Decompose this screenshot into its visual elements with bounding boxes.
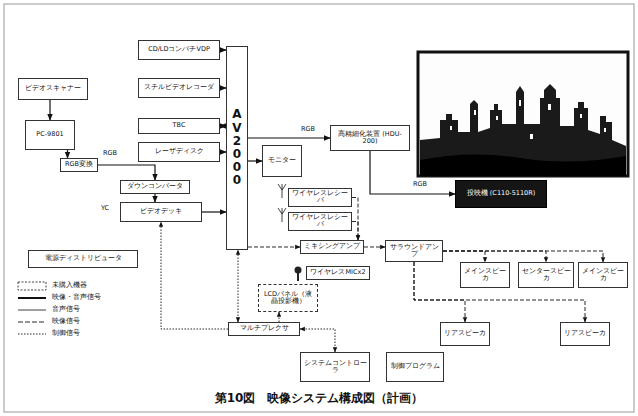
receiver-box: ワイヤレスレシーバ — [288, 188, 352, 207]
signal-connector — [238, 250, 239, 322]
multiplexer-box: マルチプレクサ — [228, 322, 300, 336]
speaker-box: メインスピーカ — [578, 262, 628, 288]
node-label: ワイヤレスMICx2 — [310, 269, 365, 276]
signal-connector — [352, 198, 358, 241]
node-label: TBC — [173, 122, 186, 129]
device-box: レーザディスク — [138, 142, 220, 162]
node-label: スチルビデオレコーダ — [144, 84, 214, 91]
device-box: スチルビデオレコーダ — [138, 78, 220, 98]
device-box: ビデオスキャナー — [18, 78, 88, 100]
signal-connector — [370, 151, 455, 194]
controller-box: システムコントローラ — [300, 352, 370, 382]
node-label: 高精細化装置 (HDU-200) — [333, 131, 407, 146]
converter-box: RGB変換 — [60, 158, 98, 172]
signal-connector — [98, 165, 155, 180]
node-label: ビデオスキャナー — [25, 85, 81, 92]
node-label: システムコントローラ — [303, 360, 367, 375]
node-label: LCDパネル（液晶投影機） — [261, 291, 315, 306]
signal-label: RGB — [102, 150, 118, 157]
projector-box: 投映機 (C110-5110R) — [455, 180, 547, 208]
node-label: リアスピーカ — [444, 330, 486, 337]
signal-connector — [352, 222, 358, 241]
mic-box: ワイヤレスMICx2 — [306, 266, 370, 280]
device-box: CD/LDコンパチVDP — [138, 40, 220, 60]
figure-caption: 第10図 映像システム構成図（計画） — [0, 390, 638, 407]
signal-connector — [49, 100, 50, 120]
program-box: 制御プログラム — [386, 352, 444, 382]
signal-connector — [154, 194, 155, 202]
node-label: RGB変換 — [65, 161, 93, 168]
signal-connector — [414, 262, 465, 322]
device-box: 電源ディストリビュータ — [28, 250, 138, 268]
speaker-box: メインスピーカ — [460, 262, 510, 288]
screen-picture — [418, 52, 628, 176]
legend-sample — [18, 282, 46, 290]
node-label: サラウンドアンプ — [388, 244, 440, 259]
node-label: モニター — [268, 157, 296, 164]
signal-connector — [248, 160, 262, 161]
lcd-panel-box: LCDパネル（液晶投影機） — [258, 284, 318, 312]
legend-text: 映像・音声信号 — [52, 294, 101, 301]
node-label: AV2000 — [231, 108, 243, 187]
antenna-symbol — [278, 184, 286, 222]
mic-symbol — [295, 267, 302, 282]
node-label: 投映機 (C110-5110R) — [467, 190, 536, 197]
signal-label: RGB — [300, 126, 316, 133]
node-label: ダウンコンバータ — [127, 183, 183, 190]
signal-connector — [279, 312, 280, 322]
signal-connector — [443, 251, 485, 262]
legend-sample — [18, 322, 46, 323]
node-label: CD/LDコンパチVDP — [148, 46, 210, 53]
node-label: レーザディスク — [155, 148, 204, 155]
device-box: TBC — [138, 118, 220, 134]
signal-connector — [364, 247, 385, 248]
speaker-box: リアスピーカ — [440, 322, 490, 346]
node-label: PC-9801 — [36, 131, 63, 138]
frame — [4, 4, 634, 412]
signal-connector — [67, 150, 68, 158]
legend-text: 音声信号 — [52, 306, 80, 313]
receiver-box: ワイヤレスレシーバ — [288, 212, 352, 231]
legend-text: 未購入機器 — [52, 282, 87, 289]
node-label: ミキシングアンプ — [304, 243, 360, 250]
legend-sample — [18, 334, 46, 335]
signal-connector — [443, 251, 546, 262]
legend-text: 映像信号 — [52, 318, 80, 325]
amplifier-box: ミキシングアンプ — [300, 240, 364, 254]
switcher-box: AV2000 — [226, 46, 248, 250]
signal-connector — [414, 262, 585, 322]
node-label: ワイヤレスレシーバ — [291, 214, 349, 229]
node-label: 制御プログラム — [391, 363, 440, 370]
node-label: リアスピーカ — [564, 330, 606, 337]
legend-sample — [18, 310, 46, 311]
node-label: センタースピーカ — [521, 268, 571, 283]
device-box: ビデオデッキ — [120, 202, 202, 222]
signal-label: RGB — [412, 181, 428, 188]
signal-connector — [248, 137, 330, 138]
signal-connector — [161, 222, 228, 329]
node-label: 電源ディストリビュータ — [45, 255, 122, 262]
node-label: メインスピーカ — [463, 268, 507, 283]
signal-connector — [248, 247, 300, 248]
legend-sample — [18, 297, 46, 299]
speaker-box: センタースピーカ — [518, 262, 574, 288]
node-label: マルチプレクサ — [240, 325, 289, 332]
node-label: ワイヤレスレシーバ — [291, 190, 349, 205]
converter-box: ダウンコンバータ — [120, 180, 190, 194]
processor-box: 高精細化装置 (HDU-200) — [330, 125, 410, 151]
node-label: ビデオデッキ — [140, 208, 182, 215]
monitor-box: モニター — [262, 145, 302, 177]
amplifier-box: サラウンドアンプ — [385, 240, 443, 262]
speaker-box: リアスピーカ — [560, 322, 610, 346]
signal-connector — [202, 211, 226, 212]
signal-label: YC — [100, 205, 110, 212]
device-box: PC-9801 — [25, 120, 75, 150]
signal-connector — [300, 329, 335, 352]
node-label: メインスピーカ — [581, 268, 625, 283]
signal-connector — [443, 251, 603, 262]
legend-text: 制御信号 — [52, 330, 80, 337]
